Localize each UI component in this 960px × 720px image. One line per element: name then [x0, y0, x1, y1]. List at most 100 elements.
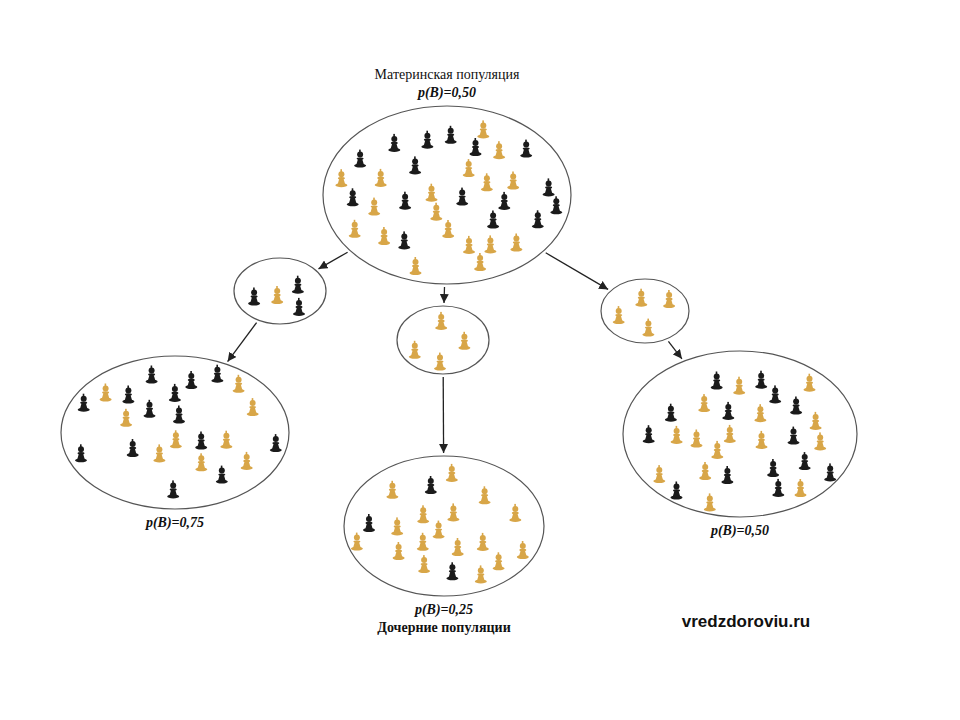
- pawn-figure: [169, 384, 181, 402]
- pawn-figure: [699, 462, 711, 480]
- ellipse-border: [623, 351, 857, 517]
- pawn-figure: [195, 432, 207, 450]
- pawn-figure: [463, 159, 475, 177]
- pawn-figure: [767, 459, 779, 477]
- pawn-figure: [477, 533, 489, 551]
- pawn-figure: [635, 289, 647, 307]
- pawn-figure: [795, 479, 807, 497]
- pawn-figure: [470, 138, 482, 156]
- population-caption: Материнская популяцияp(B)=0,50: [375, 66, 520, 101]
- pawn-figure: [216, 466, 228, 484]
- pawn-figure: [810, 412, 822, 430]
- arrow-connector: [443, 287, 445, 303]
- pawn-figure: [417, 505, 429, 523]
- pawn-figure: [691, 430, 703, 448]
- arrow-connector: [319, 252, 348, 269]
- arrow-connector: [443, 377, 445, 453]
- pawn-figure: [122, 386, 134, 404]
- ellipse-outline: [396, 305, 490, 375]
- ellipse-border: [344, 456, 544, 596]
- pawn-figure: [167, 480, 179, 498]
- pawn-figure: [769, 385, 781, 403]
- ellipse-outline: [322, 105, 572, 285]
- pawn-figure: [653, 465, 665, 483]
- pawn-figure: [418, 555, 430, 573]
- population-ellipse: p(B)=0,25: [343, 455, 545, 597]
- population-ellipse: Материнская популяцияp(B)=0,50: [322, 105, 572, 285]
- pawn-figure: [532, 210, 544, 228]
- pawn-figure: [211, 365, 223, 383]
- pawn-figure: [75, 444, 87, 462]
- pawn-figure: [788, 427, 800, 445]
- pawn-figure: [456, 188, 468, 206]
- pawn-figure: [733, 377, 745, 395]
- pawn-figure: [399, 192, 411, 210]
- pawn-figure: [481, 173, 493, 191]
- watermark: vredzdoroviu.ru: [682, 612, 810, 632]
- pawn-figure: [173, 406, 185, 424]
- pawn-figure: [814, 432, 826, 450]
- pawn-figure: [772, 479, 784, 497]
- allele-frequency: p(B)=0,50: [375, 84, 520, 102]
- daughter-populations-label: Дочерние популяции: [377, 620, 510, 636]
- arrow-connector: [546, 253, 608, 290]
- population-ellipse: [233, 257, 327, 325]
- pawn-figure: [704, 493, 716, 511]
- population-ellipse: p(B)=0,50: [622, 350, 858, 518]
- ellipse-outline: [622, 350, 858, 518]
- pawn-figure: [643, 425, 655, 443]
- pawn-figure: [270, 434, 282, 452]
- pawn-figure: [756, 431, 768, 449]
- pawn-figure: [711, 441, 723, 459]
- pawn-figure: [665, 404, 677, 422]
- population-ellipse: [600, 278, 690, 344]
- pawn-figure: [755, 371, 767, 389]
- pawn-figure: [445, 126, 457, 144]
- pawn-figure: [335, 169, 347, 187]
- pawn-figure: [671, 426, 683, 444]
- ellipse-outline: [60, 355, 290, 510]
- pawn-figure: [463, 236, 475, 254]
- pawn-figure: [487, 211, 499, 229]
- ellipse-border: [61, 356, 289, 509]
- pawn-figure: [241, 452, 253, 470]
- pawn-figure: [711, 372, 723, 390]
- population-title: Материнская популяция: [375, 66, 520, 84]
- pawn-figure: [474, 253, 486, 271]
- pawn-figure: [153, 444, 165, 462]
- pawn-figure: [493, 141, 505, 159]
- population-ellipse: [396, 305, 490, 375]
- pawn-figure: [543, 178, 555, 196]
- ellipse-border: [323, 106, 571, 284]
- ellipse-border: [601, 279, 689, 343]
- pawn-figure: [368, 198, 380, 216]
- pawn-figure: [824, 463, 836, 481]
- pawn-figure: [127, 439, 139, 457]
- pawn-figure: [393, 542, 405, 560]
- allele-frequency: p(B)=0,25: [415, 601, 473, 619]
- arrow-connector: [228, 323, 257, 362]
- pawn-figure: [185, 371, 197, 389]
- ellipse-outline: [233, 257, 327, 325]
- pawn-figure: [144, 400, 156, 418]
- pawn-figure: [722, 402, 734, 420]
- arrow-connector: [668, 341, 682, 359]
- pawn-figure: [510, 234, 522, 252]
- ellipse-border: [397, 306, 489, 374]
- pawn-figure: [493, 552, 505, 570]
- pawn-figure: [520, 140, 532, 158]
- pawn-figure: [446, 464, 458, 482]
- population-caption: p(B)=0,25: [415, 601, 473, 619]
- population-caption: p(B)=0,50: [711, 522, 769, 540]
- pawn-figure: [671, 482, 683, 500]
- pawn-figure: [120, 409, 132, 427]
- allele-frequency: p(B)=0,50: [711, 522, 769, 540]
- pawn-figure: [375, 169, 387, 187]
- pawn-figure: [433, 521, 445, 539]
- pawn-figure: [233, 375, 245, 393]
- pawn-figure: [421, 131, 433, 149]
- pawn-figure: [509, 504, 521, 522]
- pawn-figure: [447, 503, 459, 521]
- pawn-figure: [248, 288, 260, 306]
